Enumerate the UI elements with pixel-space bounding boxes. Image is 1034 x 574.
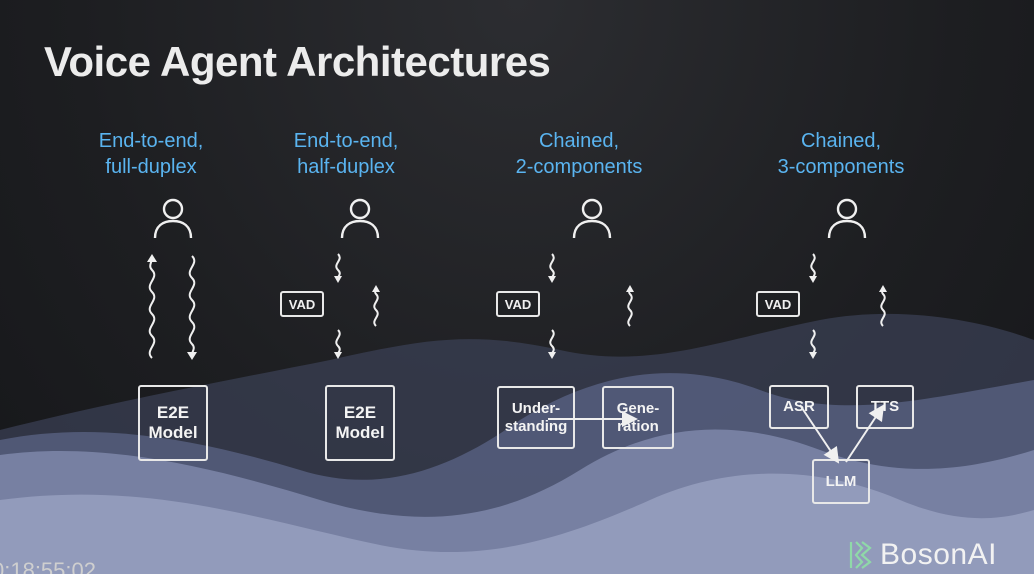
column-title-half-duplex: End-to-end,half-duplex <box>293 130 399 178</box>
audio-down-wave-arrow <box>548 253 556 283</box>
audio-up-wave-arrow <box>372 285 380 327</box>
audio-down-wave-arrow <box>334 253 342 283</box>
user-icon <box>153 198 193 239</box>
audio-down-wave-arrow <box>334 329 342 359</box>
brand-name: BosonAI <box>880 538 997 571</box>
video-timestamp: 0:18:55:02 <box>0 558 96 574</box>
column-title-full-duplex: End-to-end,full-duplex <box>98 130 204 178</box>
user-icon <box>827 198 867 239</box>
column-title-3-components: Chained,3-components <box>777 130 905 178</box>
audio-up-wave-arrow <box>879 285 887 327</box>
boson-ai-logo: BosonAI <box>848 538 997 572</box>
boson-ai-logo-icon <box>849 541 872 569</box>
user-icon <box>572 198 612 239</box>
tts-box: TTS <box>856 385 914 429</box>
audio-down-wave-arrow <box>548 329 556 359</box>
audio-up-wave-arrow <box>626 285 634 327</box>
generation-box: Gene-ration <box>602 386 674 449</box>
column-title-2-components: Chained,2-components <box>515 130 643 178</box>
vad-box: VAD <box>496 291 540 317</box>
vad-box: VAD <box>280 291 324 317</box>
audio-down-wave-arrow <box>187 255 197 360</box>
understanding-box: Under-standing <box>497 386 575 449</box>
asr-box: ASR <box>769 385 829 429</box>
user-icon <box>340 198 380 239</box>
audio-down-wave-arrow <box>809 253 817 283</box>
audio-down-wave-arrow <box>809 329 817 359</box>
llm-box: LLM <box>812 459 870 504</box>
audio-up-wave-arrow <box>147 254 157 359</box>
slide-title: Voice Agent Architectures <box>44 38 551 85</box>
vad-box: VAD <box>756 291 800 317</box>
